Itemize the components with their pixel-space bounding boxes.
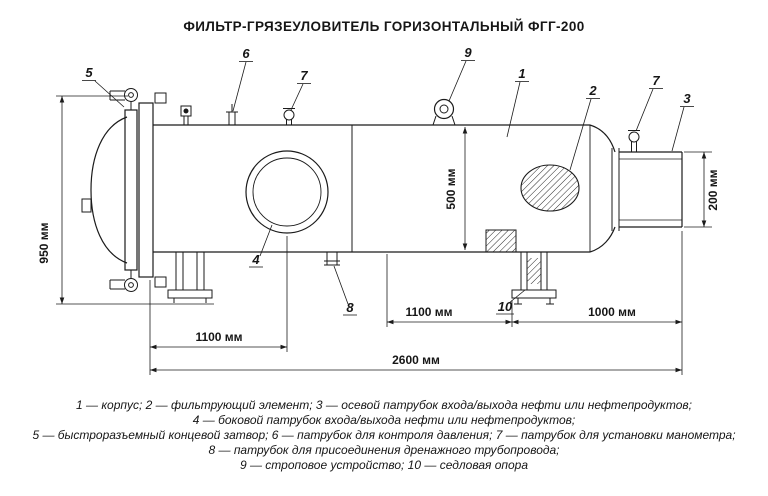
callout-body: 1	[518, 66, 525, 81]
dimension-labels: 950 мм 500 мм 200 мм 1100 мм 1000 мм 110…	[37, 168, 720, 367]
callout-sling-device: 9	[464, 45, 472, 60]
vessel-shell	[81, 116, 616, 264]
dim-span-right: 1000 мм	[588, 305, 636, 319]
callout-leaders	[82, 60, 694, 316]
callout-gauge-left: 7	[300, 68, 308, 83]
callout-gauge-right: 7	[652, 73, 660, 88]
callout-saddle-support: 10	[498, 299, 513, 314]
drain-nozzle	[324, 252, 340, 266]
legend-line-2: 4 — боковой патрубок входа/выхода нефти …	[193, 413, 575, 427]
left-support	[167, 252, 213, 303]
callout-axial-nozzle: 3	[683, 91, 691, 106]
side-nozzle	[245, 150, 329, 234]
callout-side-nozzle: 4	[251, 252, 260, 267]
sling-lug	[432, 98, 456, 126]
internal-baffle	[485, 229, 517, 253]
callout-pressure-nozzle: 6	[242, 46, 250, 61]
legend-line-4: 8 — патрубок для присоединения дренажног…	[208, 443, 559, 457]
dim-overall-length: 2600 мм	[392, 353, 440, 367]
legend-line-1: 1 — корпус; 2 — фильтрующий элемент; 3 —…	[76, 398, 692, 412]
manometer-valve-left-icon	[283, 108, 295, 125]
dim-nozzle-diameter: 200 мм	[706, 169, 720, 210]
legend-line-3: 5 — быстроразъемный концевой затвор; 6 —…	[32, 428, 735, 442]
dim-span-left: 1100 мм	[195, 330, 242, 344]
pressure-control-nozzle	[226, 104, 238, 125]
dim-span-center: 1100 мм	[405, 305, 452, 319]
manometer-valve-right-icon	[628, 130, 640, 152]
legend-line-5: 9 — строповое устройство; 10 — седловая …	[240, 458, 528, 472]
flange-fitting	[180, 105, 192, 125]
callout-numbers: 5 6 7 9 1 2 7 3 4 8 10	[85, 45, 691, 315]
callout-end-closure: 5	[85, 65, 93, 80]
legend: 1 — корпус; 2 — фильтрующий элемент; 3 —…	[32, 398, 735, 472]
filter-element	[520, 164, 580, 212]
dim-overall-height: 950 мм	[37, 222, 51, 263]
saddle-support	[511, 252, 557, 305]
quick-opening-closure	[109, 88, 167, 292]
page-title: ФИЛЬТР-ГРЯЗЕУЛОВИТЕЛЬ ГОРИЗОНТАЛЬНЫЙ ФГГ…	[183, 19, 584, 34]
dimension-lines	[56, 95, 712, 375]
callout-drain-nozzle: 8	[346, 300, 354, 315]
axial-nozzle	[611, 148, 683, 231]
callout-filter-element: 2	[588, 83, 597, 98]
dim-shell-diameter: 500 мм	[444, 168, 458, 209]
